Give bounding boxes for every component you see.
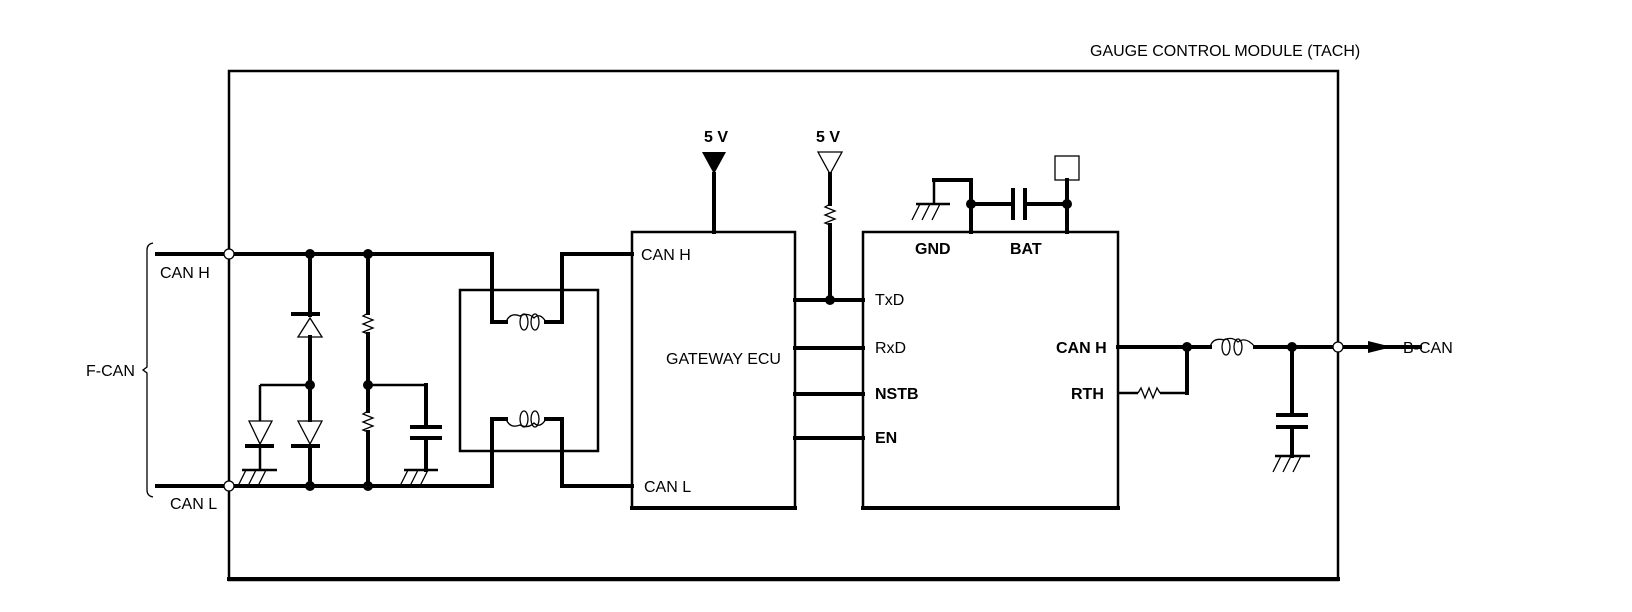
left-can-h-label: CAN H — [160, 265, 210, 282]
can-h-wire-left — [155, 252, 634, 324]
inductor-icon — [505, 313, 547, 331]
ground-icon — [237, 468, 277, 487]
tvs-diode-top-icon — [296, 316, 324, 338]
connector-can-l-left — [223, 480, 235, 492]
gnd-pin: GND — [915, 241, 951, 258]
resistor-divider — [361, 252, 442, 488]
rxd-pin: RxD — [875, 340, 906, 357]
gnd-bat-network — [911, 155, 1080, 234]
pullup-resistor-icon — [823, 203, 837, 226]
supply-5v-label-2: 5 V — [816, 129, 840, 146]
module-title: GAUGE CONTROL MODULE (TACH) — [1090, 43, 1360, 60]
power-supply-icon — [816, 151, 844, 176]
ground-icon — [1272, 454, 1310, 473]
junction-dot — [363, 380, 373, 390]
power-supply-icon — [702, 152, 726, 174]
battery-terminal-icon — [1054, 155, 1080, 181]
tvs-diode-bottom-right-icon — [296, 420, 324, 446]
rth-pin: RTH — [1071, 386, 1104, 403]
bat-pin: BAT — [1010, 241, 1042, 258]
gateway-can-l-pin: CAN L — [644, 479, 691, 496]
f-can-label: F-CAN — [86, 363, 135, 380]
resistor-top-icon — [361, 312, 375, 335]
connector-can-h-left — [223, 248, 235, 260]
gateway-ecu-label: GATEWAY ECU — [666, 351, 781, 368]
junction-dot — [966, 199, 976, 209]
can-h-wire-right — [1116, 345, 1422, 400]
transceiver-can-h-pin: CAN H — [1056, 340, 1107, 357]
arrow-right-icon — [1368, 341, 1392, 353]
junction-dot — [305, 380, 315, 390]
rth-resistor-icon — [1137, 386, 1161, 400]
en-pin: EN — [875, 430, 897, 447]
tvs-diode-bottom-left-icon — [247, 420, 274, 446]
junction-dot — [305, 481, 315, 491]
can-transceiver-box — [861, 230, 1120, 510]
junction-dot — [363, 481, 373, 491]
common-mode-choke — [458, 288, 600, 453]
junction-dot — [825, 295, 835, 305]
txd-pin: TxD — [875, 292, 904, 309]
connector-b-can — [1332, 341, 1344, 353]
gateway-ecu-box — [630, 230, 797, 510]
nstb-pin: NSTB — [875, 386, 919, 403]
f-can-brace — [141, 242, 154, 498]
output-inductor-icon — [1209, 337, 1256, 356]
resistor-bottom-icon — [361, 410, 375, 433]
junction-dot — [363, 249, 373, 259]
gateway-can-h-pin: CAN H — [641, 247, 691, 264]
supply-5v-label-1: 5 V — [704, 129, 728, 146]
ground-icon — [399, 468, 438, 487]
junction-dot — [1062, 199, 1072, 209]
left-can-l-label: CAN L — [170, 496, 217, 513]
can-l-wire-left — [155, 417, 634, 488]
b-can-label: B-CAN — [1403, 340, 1453, 357]
tvs-diode-column — [245, 252, 324, 488]
junction-dot — [1182, 342, 1192, 352]
inductor-icon — [505, 410, 547, 428]
module-enclosure — [227, 69, 1340, 582]
junction-dot — [305, 249, 315, 259]
